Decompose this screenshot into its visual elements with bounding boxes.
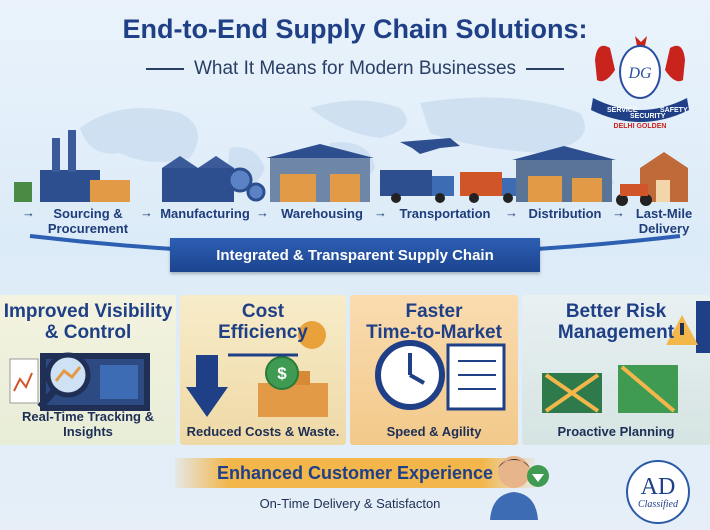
clock-checklist-icon [375,340,506,411]
logo-ribbon-3: SAFETY [660,107,688,114]
down-arrow-dollar-icon: $ [186,321,328,417]
page-title: End-to-End Supply Chain Solutions: [122,14,588,44]
step-sourcing: Sourcing &Procurement [47,206,129,236]
flow-arrow: → [256,205,269,220]
logo-monogram: DG [627,65,652,82]
benefit-title: Improved Visibility [3,301,173,322]
benefit-caption: Reduced Costs & Waste. [186,424,340,439]
logo-ribbon-1: SERVICE [607,107,638,114]
distribution-center-icon [512,146,616,202]
flow-arrow: → [374,205,387,220]
benefit-caption: Speed & Agility [386,424,482,439]
step-manufacturing: Manufacturing [160,206,250,221]
customer-experience-subtitle: On-Time Delivery & Satisfacton [259,496,441,511]
benefit-visibility: Improved Visibility& Control Real-Time T… [0,295,176,445]
benefit-caption: Real-Time Tracking & Insights [22,409,154,439]
flow-arrow: → [140,205,153,220]
delivery-scooter-icon [616,152,688,206]
flow-arrow: → [612,205,625,220]
ad-classified-badge: AD Classified [626,460,690,524]
benefit-title: Faster [405,301,463,322]
supply-chain-flow [14,130,688,206]
magnifier-dashboard-icon [9,352,150,411]
benefit-title: Efficiency [218,322,308,343]
badge-classified-text: Classified [637,498,678,510]
benefit-title: & Control [44,322,132,343]
badge-ad-text: AD [640,473,676,500]
warning-crates-icon [542,301,710,413]
warehouse-icon [266,144,374,202]
step-transportation: Transportation [399,206,491,221]
page-subtitle: What It Means for Modern Businesses [0,58,710,80]
flow-arrow: → [505,205,518,220]
logo-ribbon-2: SECURITY [630,113,666,120]
customer-experience-title: Enhanced Customer Experience [175,458,535,488]
benefit-caption: Proactive Planning [557,424,675,439]
gears-factory-icon [162,156,266,202]
benefit-title: Time-to-Market [366,322,502,343]
logo-name: DELHI GOLDEN [614,123,667,130]
truck-plane-icon [380,138,518,203]
flow-arrow: → [22,205,35,220]
step-distribution: Distribution [528,206,602,221]
integrated-banner: Integrated & Transparent Supply Chain [170,238,540,272]
customer-avatar-icon [490,456,549,520]
benefit-title: Better Risk [565,301,667,322]
svg-text:$: $ [277,364,287,383]
company-logo: DG SERVICE SECURITY SAFETY DELHI GOLDEN [591,36,689,130]
benefit-title: Cost [241,301,285,322]
benefit-title: Management [557,322,675,343]
step-warehousing: Warehousing [281,206,363,221]
factory-icon [14,130,130,202]
